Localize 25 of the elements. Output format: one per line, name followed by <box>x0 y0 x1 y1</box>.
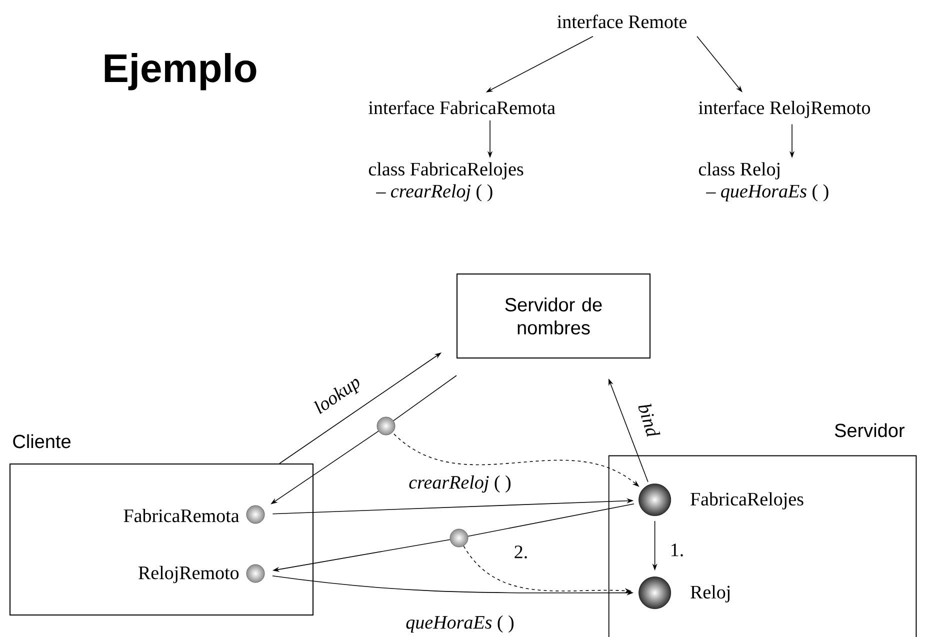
sphere <box>246 564 265 583</box>
object-label: Reloj <box>690 585 730 602</box>
edge-label: bind <box>636 400 662 440</box>
object-label: FabricaRemota <box>124 508 240 522</box>
server-box: Servidor de nombres <box>456 274 650 358</box>
edge-label: crearReloj ( ) <box>408 474 512 494</box>
sphere <box>638 484 671 516</box>
step-number: 2. <box>514 546 527 558</box>
edge-label: queHoraEs ( ) <box>404 614 516 634</box>
title: Ejemplo <box>104 53 256 90</box>
sphere <box>376 416 396 436</box>
class-label: interface Remote <box>557 14 687 28</box>
sphere <box>450 528 468 548</box>
object-label: RelojRemoto <box>138 566 239 584</box>
class-label: interface RelojRemoto <box>698 100 870 118</box>
class-label: class FabricaRelojes – crearReloj ( ) <box>368 162 524 202</box>
class-label: interface FabricaRemota <box>368 100 556 114</box>
node-label: Cliente <box>13 434 70 448</box>
sphere <box>246 505 265 524</box>
connector-line <box>393 375 457 422</box>
sphere <box>638 576 671 609</box>
edge-label: 1. <box>668 542 686 558</box>
connector-line <box>468 503 634 537</box>
object-label: FabricaRelojes <box>690 492 804 510</box>
class-label: class Reloj – queHoraEs ( ) <box>698 162 828 202</box>
